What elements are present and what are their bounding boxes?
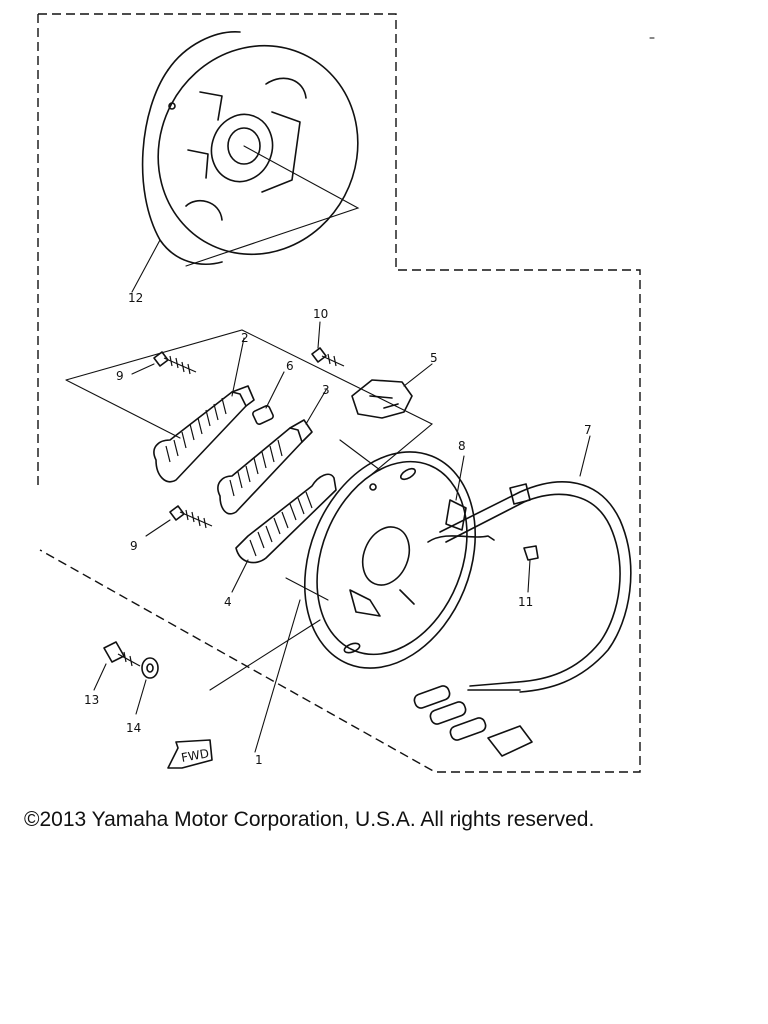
callout-3: 3 [322, 383, 330, 397]
screw-10-part [311, 321, 345, 367]
callout-9-upper: 9 [116, 369, 124, 383]
screw-11-part [523, 545, 539, 593]
callout-11: 11 [518, 595, 533, 609]
alignment-lines [65, 329, 434, 601]
coil-3-part [217, 389, 327, 515]
fwd-arrow: FWD [167, 739, 213, 769]
screw-9-lower-part [145, 505, 213, 537]
coil-4-part [231, 473, 337, 593]
wire-harness-part [413, 435, 632, 757]
callout-6: 6 [286, 359, 294, 373]
callout-4: 4 [224, 595, 232, 609]
callout-2: 2 [241, 331, 249, 345]
screw-9-upper-part [131, 351, 197, 375]
assembly-boundary [37, 13, 641, 773]
callout-8: 8 [458, 439, 466, 453]
callout-7: 7 [584, 423, 592, 437]
diagram-canvas: 12 1 2 3 4 6 [37, 13, 655, 773]
collar-part [252, 371, 285, 425]
parts-diagram: 12 1 2 3 4 6 [37, 13, 655, 773]
callout-5: 5 [430, 351, 438, 365]
callout-9-lower: 9 [130, 539, 138, 553]
clamp-part [427, 455, 495, 543]
flywheel-part [131, 31, 360, 293]
washer-14-part [135, 657, 159, 715]
callout-12: 12 [128, 291, 143, 305]
callout-1: 1 [255, 753, 263, 767]
callout-10: 10 [313, 307, 328, 321]
callout-13: 13 [84, 693, 99, 707]
contact-breaker-part [351, 363, 433, 419]
stator-plate-part [209, 451, 477, 753]
callout-14: 14 [126, 721, 141, 735]
coil-2-part [153, 337, 255, 483]
copyright-notice: ©2013 Yamaha Motor Corporation, U.S.A. A… [24, 808, 595, 831]
screw-13-part [93, 641, 141, 691]
fwd-label: FWD [180, 746, 210, 765]
